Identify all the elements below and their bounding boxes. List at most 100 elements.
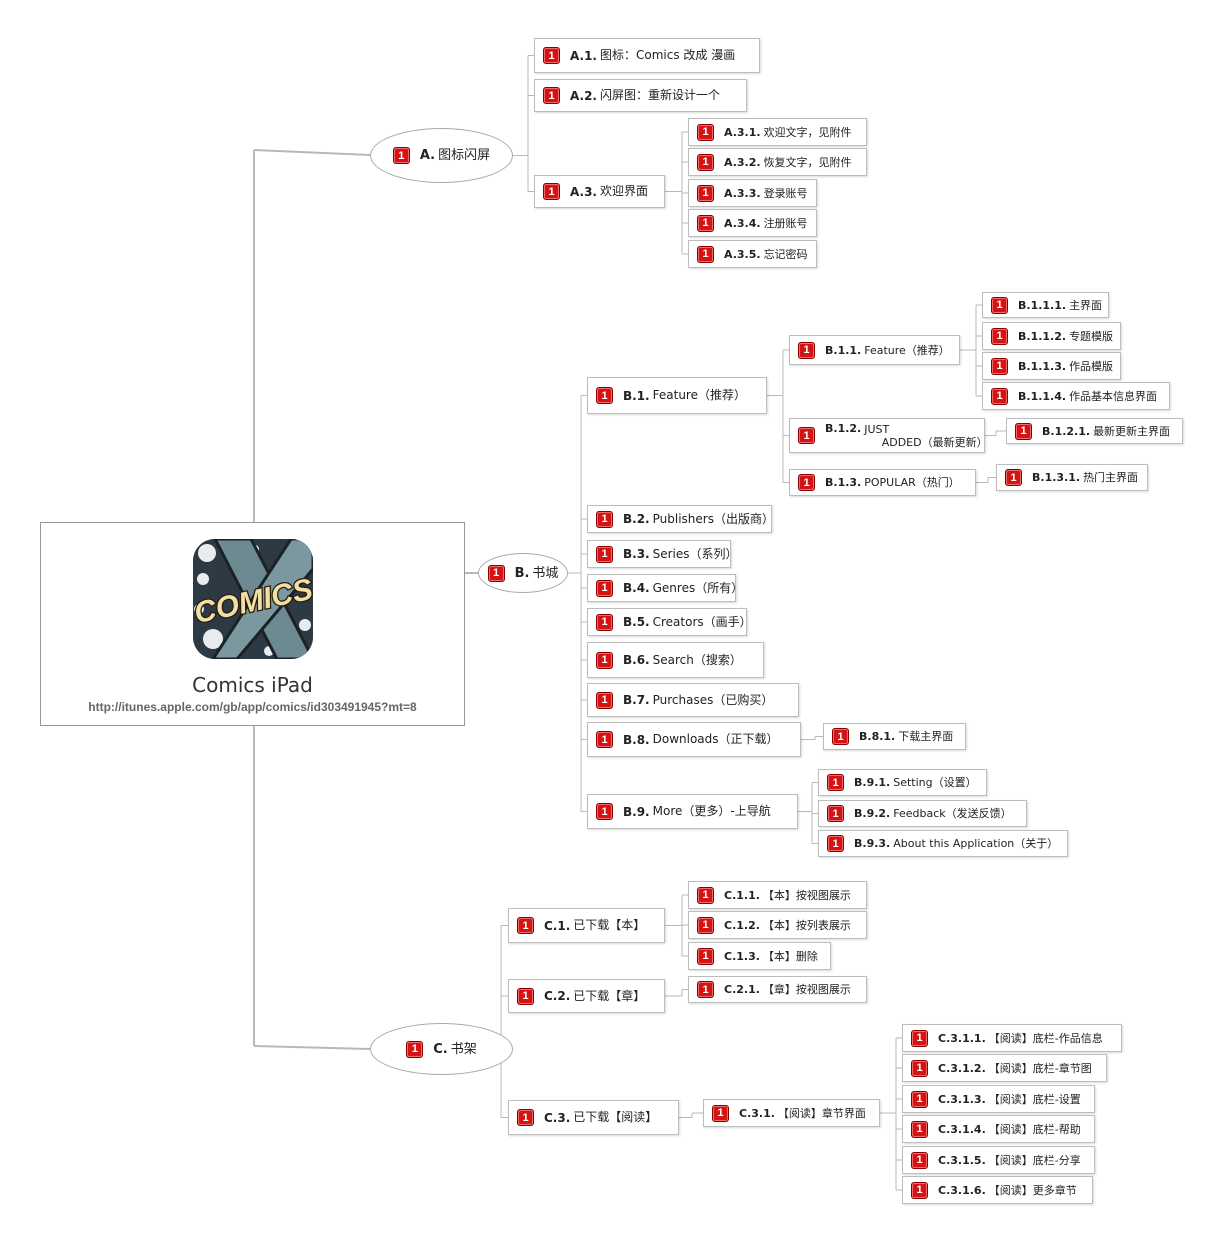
priority-1-icon: 1 [991, 387, 1008, 405]
node-label: Downloads（正下载） [652, 732, 779, 746]
priority-1-icon: 1 [697, 981, 714, 998]
priority-1-icon: 1 [798, 427, 815, 444]
node-code: A.3.5. [724, 247, 761, 261]
node-code: B.1.1.4. [1018, 389, 1067, 403]
node-code: B.9. [623, 804, 650, 819]
priority-1-icon: 1 [827, 835, 844, 852]
node-b131[interactable]: 1 B.1.3.1.热门主界面 [996, 464, 1148, 491]
node-label: 忘记密码 [763, 247, 808, 261]
node-label: 最新更新主界面 [1093, 424, 1171, 438]
root-title: Comics iPad [192, 673, 313, 697]
node-code: C.3.1.3. [938, 1092, 986, 1106]
priority-1-icon: 1 [911, 1181, 928, 1199]
priority-1-icon: 1 [596, 579, 613, 597]
node-label: 恢复文字，见附件 [763, 155, 852, 169]
priority-1-icon: 1 [596, 651, 613, 669]
node-a35[interactable]: 1 A.3.5.忘记密码 [688, 240, 817, 268]
node-code: C.3.1.2. [938, 1061, 986, 1075]
node-code: B.1.3.1. [1032, 471, 1081, 484]
root-url[interactable]: http://itunes.apple.com/gb/app/comics/id… [88, 700, 417, 714]
priority-1-icon: 1 [406, 1040, 424, 1058]
node-code: B.9.3. [854, 837, 891, 850]
node-code: B.1.2. [825, 422, 862, 435]
priority-1-icon: 1 [543, 87, 560, 104]
root-topic[interactable]: COMICS Comics iPad http://itunes.apple.c… [40, 522, 465, 726]
priority-1-icon: 1 [712, 1104, 729, 1122]
node-label: 图标：Comics 改成 漫画 [599, 48, 736, 62]
priority-1-icon: 1 [1015, 422, 1032, 440]
node-label: 书架 [450, 1041, 477, 1057]
priority-1-icon: 1 [517, 1109, 534, 1126]
priority-1-icon: 1 [543, 47, 560, 64]
node-code: B.1.1.2. [1018, 329, 1067, 343]
node-label: 登录账号 [763, 186, 808, 200]
node-code: B. [514, 565, 530, 581]
priority-1-icon: 1 [798, 341, 815, 359]
priority-1-icon: 1 [697, 245, 714, 263]
priority-1-icon: 1 [827, 805, 844, 822]
node-label: Series（系列） [652, 546, 738, 561]
node-label: 作品模版 [1069, 359, 1114, 373]
node-label: Publishers（出版商） [652, 511, 774, 526]
node-label: 书城 [532, 565, 559, 581]
node-b12[interactable]: 1 B.1.2.JUST ADDED（最新更新） [789, 418, 988, 453]
comics-app-icon: COMICS [193, 539, 313, 659]
node-label: JUST ADDED（最新更新） [864, 422, 988, 449]
node-code: B.2. [623, 512, 650, 526]
priority-1-icon: 1 [991, 327, 1008, 345]
node-label: 已下载【阅读】 [573, 1110, 658, 1124]
node-code: B.5. [623, 615, 650, 629]
node-label: Search（搜索） [652, 652, 742, 667]
priority-1-icon: 1 [1005, 469, 1022, 486]
priority-1-icon: 1 [517, 987, 534, 1005]
priority-1-icon: 1 [596, 691, 613, 709]
node-code: B.1.3. [825, 476, 862, 489]
node-label: 热门主界面 [1083, 471, 1139, 484]
